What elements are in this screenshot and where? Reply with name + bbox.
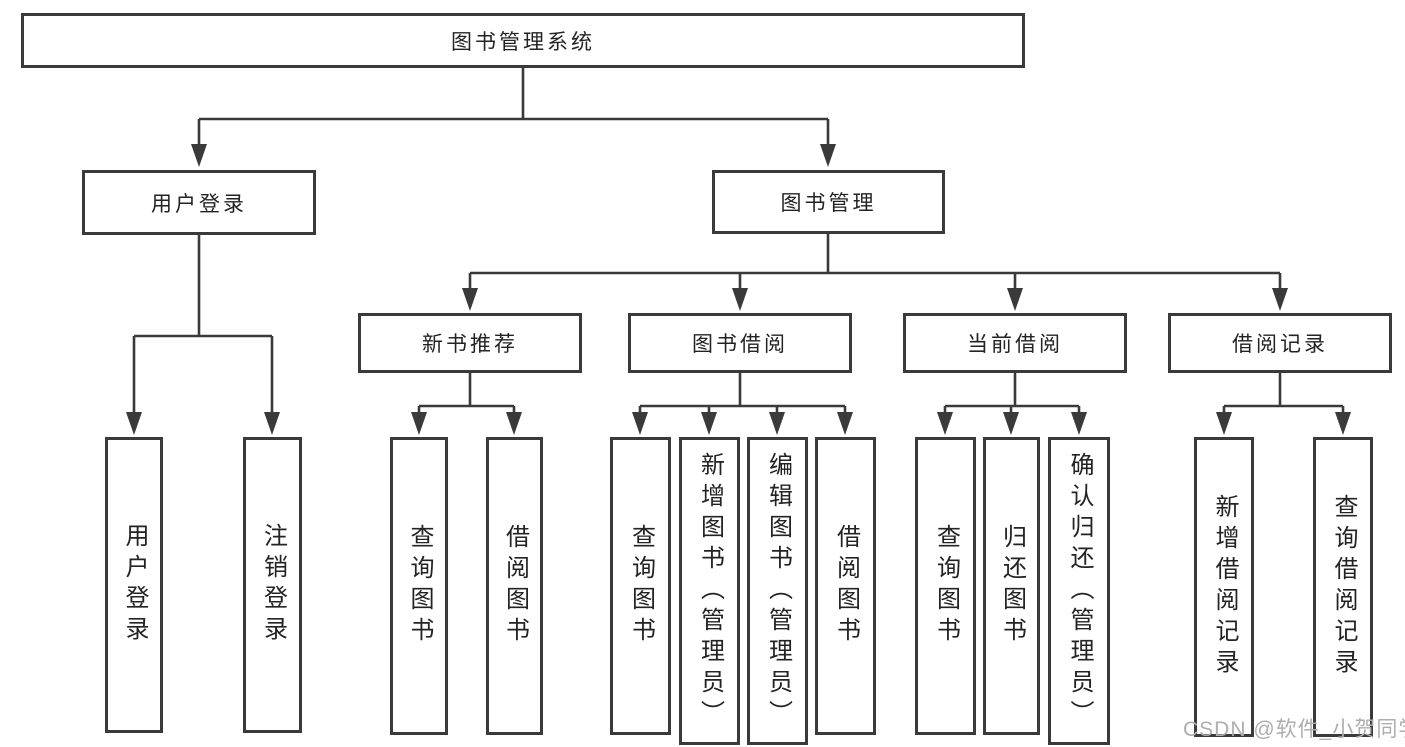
node-current-borrowing: 当前借阅 xyxy=(903,313,1127,373)
node-book-borrowing: 图书借阅 xyxy=(628,313,852,373)
leaf-borrow-books-borrow: 借阅图书 xyxy=(815,437,876,735)
leaf-query-books-borrow: 查询图书 xyxy=(610,437,671,735)
leaf-query-borrow-record: 查询借阅记录 xyxy=(1313,437,1373,737)
node-borrow-records: 借阅记录 xyxy=(1168,313,1392,373)
node-user-login: 用户登录 xyxy=(82,170,316,235)
leaf-query-books-recommend: 查询图书 xyxy=(390,437,448,735)
leaf-user-login: 用户登录 xyxy=(105,437,163,733)
leaf-edit-books-admin: 编辑图书（管理员） xyxy=(747,437,808,745)
leaf-return-books: 归还图书 xyxy=(983,437,1040,735)
leaf-logout: 注销登录 xyxy=(243,437,302,733)
node-new-book-recommend: 新书推荐 xyxy=(358,313,582,373)
node-library-management-system: 图书管理系统 xyxy=(21,13,1025,68)
leaf-borrow-books-recommend: 借阅图书 xyxy=(486,437,543,735)
leaf-query-books-current: 查询图书 xyxy=(915,437,976,735)
csdn-watermark: CSDN @软件_小贺同学 xyxy=(1183,718,1405,741)
leaf-confirm-return-admin: 确认归还（管理员） xyxy=(1048,437,1110,745)
leaf-add-borrow-record: 新增借阅记录 xyxy=(1194,437,1254,737)
node-book-management: 图书管理 xyxy=(712,170,945,234)
leaf-add-books-admin: 新增图书（管理员） xyxy=(679,437,740,745)
